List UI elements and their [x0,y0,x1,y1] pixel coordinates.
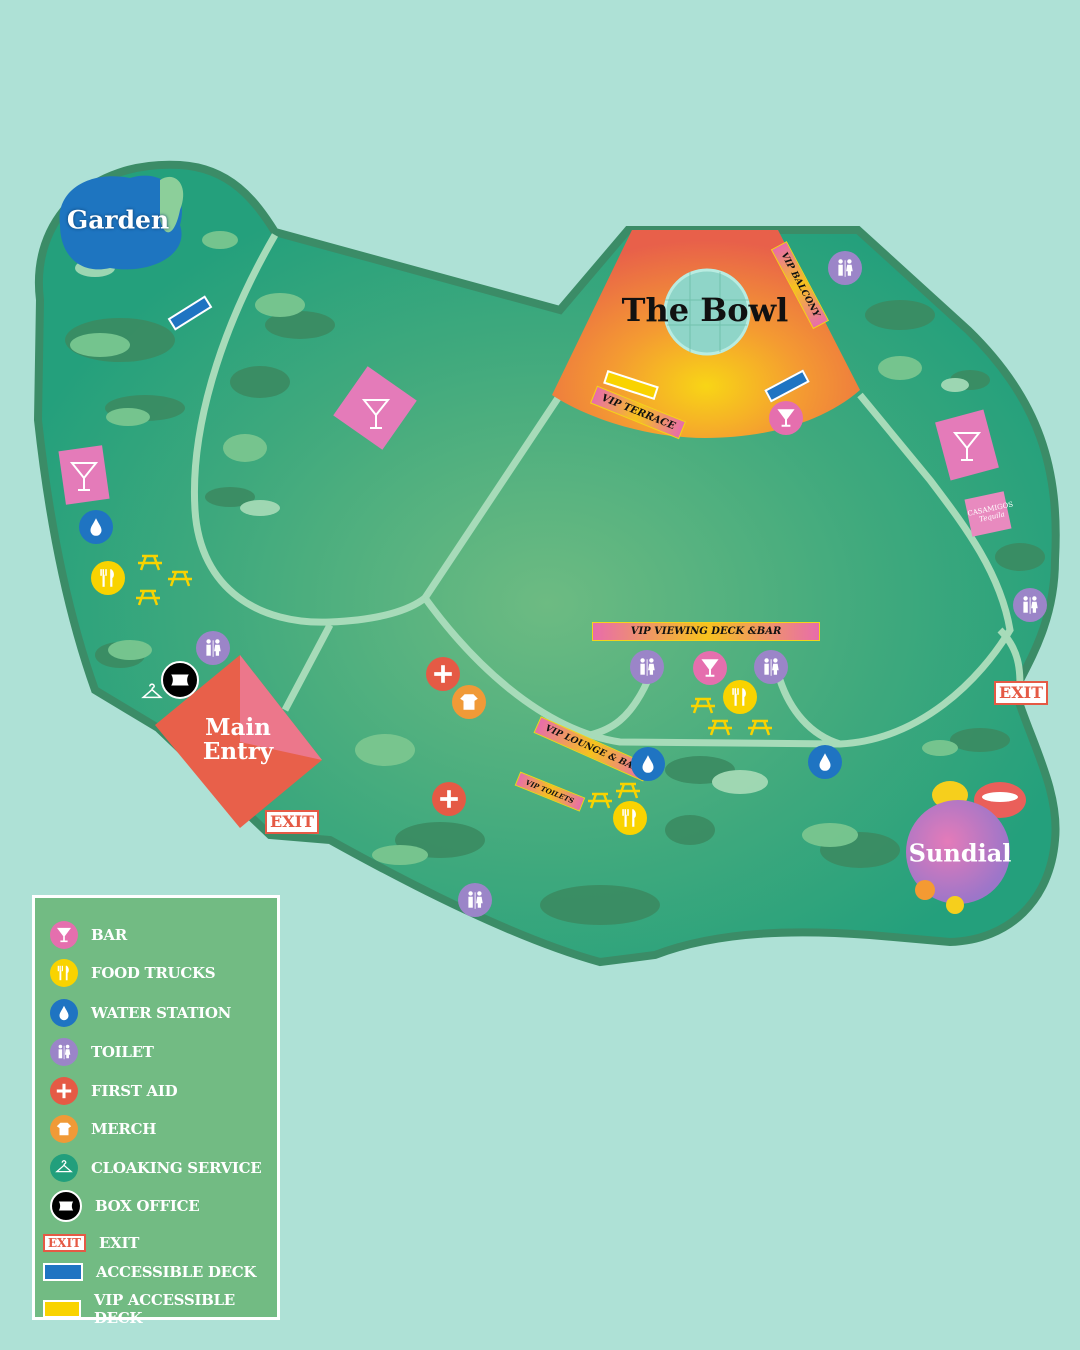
legend-item-box-office: BOX OFFICE [35,1190,200,1222]
toilet-icon[interactable] [1013,588,1047,622]
bar-kiosks [58,366,1012,537]
legend-label: MERCH [91,1120,157,1138]
food-icon[interactable] [91,561,125,595]
toilet-icon [50,1038,78,1066]
picnic-table-icon [690,696,716,714]
legend-label: TOILET [91,1043,154,1061]
picnic-table-icon [707,718,733,736]
picnic-table-icon [137,553,163,571]
exit-main-entry[interactable]: EXIT [265,810,319,834]
garden-area [59,175,182,270]
bar-icon[interactable] [769,401,803,435]
legend-item-water-station: WATER STATION [35,999,231,1027]
kiosk-martini-icons [69,399,982,491]
legend-item-toilet: TOILET [35,1038,154,1066]
legend-item-accessible-deck: ACCESSIBLE DECK [35,1263,256,1281]
first-aid-icon[interactable] [426,657,460,691]
picnic-table-icon [587,791,613,809]
exit-east[interactable]: EXIT [994,681,1048,705]
first-aid-icon [50,1077,78,1105]
legend-item-cloaking-service: CLOAKING SERVICE [35,1154,262,1182]
water-icon [50,999,78,1027]
walking-paths [190,233,1024,748]
merch-icon[interactable] [452,685,486,719]
park-boundary [33,160,1060,967]
main-entry-area [155,655,322,828]
map-legend: BAR FOOD TRUCKS WATER STATION TOILET FIRST A… [32,895,280,1327]
disco-ball [663,268,751,356]
exit-sign: EXIT [43,1234,86,1252]
legend-label: ACCESSIBLE DECK [96,1263,257,1281]
water-icon[interactable] [79,510,113,544]
garden-label[interactable]: Garden [66,205,170,235]
main-entry-line1: Main [205,714,271,741]
sundial-area [906,800,1010,904]
ticket-icon[interactable] [161,661,199,699]
legend-item-merch: MERCH [35,1115,156,1143]
picnic-table-icon [615,781,641,799]
hanger-icon [50,1154,78,1182]
legend-label: BAR [91,926,127,944]
picnic-table-icon [135,588,161,606]
merch-icon [50,1115,78,1143]
bar-icon[interactable] [693,651,727,685]
first-aid-icon[interactable] [432,782,466,816]
legend-item-vip-accessible-deck: VIP ACCESSIBLE DECK [35,1291,277,1327]
main-entry-label[interactable]: Main Entry [203,716,273,764]
legend-item-first-aid: FIRST AID [35,1077,178,1105]
bar-icon [50,921,78,949]
water-icon[interactable] [808,745,842,779]
hanger-icon[interactable] [135,676,169,710]
legend-label: FOOD TRUCKS [91,964,216,982]
legend-item-food-trucks: FOOD TRUCKS [35,959,216,987]
legend-label: CLOAKING SERVICE [91,1159,262,1177]
legend-label: FIRST AID [91,1082,178,1100]
toilet-icon[interactable] [754,650,788,684]
vip-viewing-deck-sign[interactable]: VIP VIEWING DECK &BAR [592,622,820,641]
sundial-label[interactable]: Sundial [908,838,1012,868]
picnic-table-icon [747,718,773,736]
legend-label: VIP ACCESSIBLE DECK [93,1291,235,1327]
legend-item-bar: BAR [35,921,127,949]
bushes [65,231,1045,925]
accessible-deck-swatch [43,1263,83,1281]
toilet-icon[interactable] [630,650,664,684]
toilet-icon[interactable] [196,631,230,665]
main-entry-line2: Entry [202,738,274,765]
ticket-icon [50,1190,82,1222]
picnic-table-icon [167,569,193,587]
toilet-icon[interactable] [828,251,862,285]
food-icon[interactable] [723,680,757,714]
water-icon[interactable] [631,747,665,781]
legend-item-exit: EXIT EXIT [35,1234,139,1252]
legend-label: WATER STATION [91,1004,232,1022]
legend-label: EXIT [99,1234,140,1252]
legend-label: BOX OFFICE [95,1197,200,1215]
food-icon [50,959,78,987]
the-bowl-label[interactable]: The Bowl [621,291,789,329]
vip-deck-swatch [43,1300,81,1318]
toilet-icon[interactable] [458,883,492,917]
food-icon[interactable] [613,801,647,835]
